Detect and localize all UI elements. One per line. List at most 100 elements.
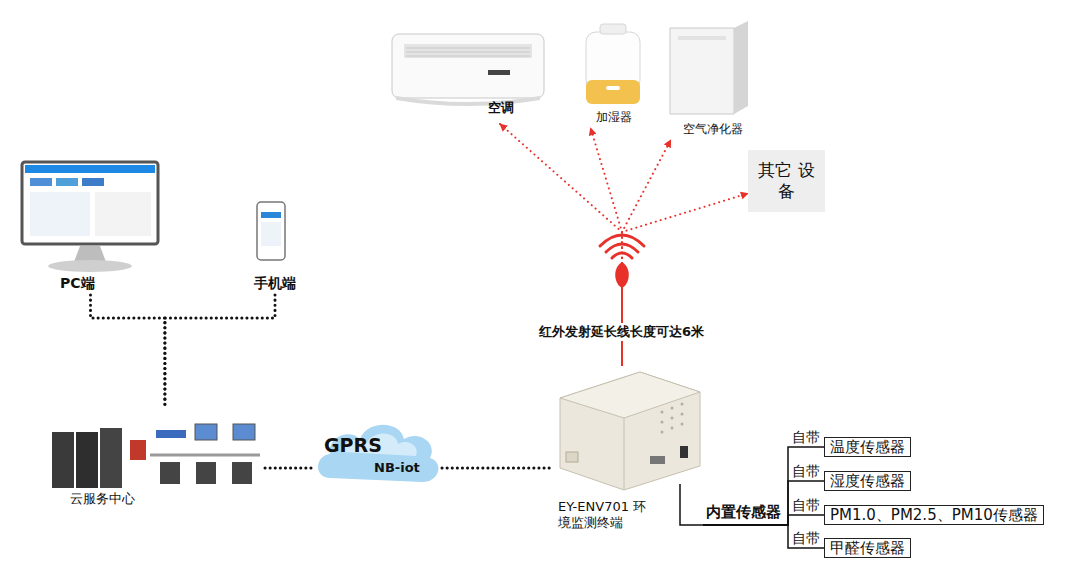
air-conditioner-picture — [392, 34, 544, 106]
edge-label: 自带 — [792, 429, 820, 447]
pc-monitor-picture — [82, 178, 104, 186]
server-center-picture — [233, 424, 255, 440]
node-label: PM1.0、PM2.5、PM10传感器 — [830, 506, 1038, 524]
server-center-picture — [150, 454, 260, 457]
server-center-picture — [52, 432, 74, 488]
infrared-emitter-symbol — [600, 235, 644, 246]
network-cloud: GPRSNB-iot — [312, 412, 442, 492]
terminal-picture — [560, 372, 700, 418]
pc-monitor-picture — [74, 246, 106, 262]
infrared-emitter-symbol — [615, 262, 629, 288]
air-conditioner-picture — [406, 52, 530, 53]
client-node: 手机端 — [245, 195, 305, 295]
terminal-picture — [661, 431, 664, 434]
edge-label: 自带 — [792, 497, 820, 515]
other-device-box: 其它 设备 — [748, 150, 825, 212]
terminal-picture — [661, 411, 664, 414]
server-center-picture — [195, 424, 217, 440]
pc-monitor-picture — [48, 260, 132, 272]
terminal-node: EY-ENV701 环境监测终端 — [553, 365, 703, 545]
server-center-picture — [76, 432, 98, 488]
server-center-picture — [100, 428, 122, 488]
edge-label: 自带 — [792, 530, 820, 548]
node-label: EY-ENV701 环境监测终端 — [558, 499, 653, 532]
terminal-picture — [671, 417, 674, 420]
node-label: GPRS — [324, 434, 442, 458]
connector — [265, 467, 312, 470]
air-purifier-picture — [734, 21, 748, 114]
terminal-picture — [681, 423, 684, 426]
terminal-picture — [566, 452, 578, 462]
node-label: 手机端 — [245, 275, 305, 293]
server-center-picture — [52, 424, 260, 488]
sensor-box: 甲醛传感器 — [824, 538, 911, 558]
terminal-picture — [681, 413, 684, 416]
node-label: 湿度传感器 — [830, 472, 905, 490]
sensor-box: PM1.0、PM2.5、PM10传感器 — [824, 505, 1044, 525]
device-node: 空调 — [388, 28, 548, 124]
pc-monitor-picture — [95, 192, 151, 236]
device-node: 空气净化器 — [665, 18, 760, 140]
humidifier-picture — [600, 24, 626, 34]
connector — [703, 481, 824, 525]
server-center-picture — [130, 440, 146, 460]
sensor-box: 温度传感器 — [824, 437, 911, 457]
phone-picture — [257, 202, 285, 260]
air-purifier-picture — [670, 28, 734, 114]
group-label: 内置传感器 — [706, 503, 781, 522]
server-center-picture — [160, 462, 180, 484]
node-label: 加湿器 — [575, 110, 653, 125]
connector — [91, 295, 165, 405]
air-conditioner-picture — [404, 44, 532, 58]
device-node: 加湿器 — [575, 20, 653, 128]
terminal-picture — [661, 421, 664, 424]
edge-label: 自带 — [792, 463, 820, 481]
terminal-picture — [681, 403, 684, 406]
node-label: 空气净化器 — [665, 122, 760, 137]
pc-monitor-picture — [22, 162, 158, 272]
sensor-box: 湿度传感器 — [824, 471, 911, 491]
node-label: 温度传感器 — [830, 438, 905, 456]
phone-picture — [261, 212, 281, 218]
node-label: 甲醛传感器 — [830, 539, 905, 557]
connector — [703, 447, 824, 525]
infrared-emitter-symbol — [606, 244, 638, 252]
pc-monitor-picture — [22, 162, 158, 244]
terminal-picture — [680, 484, 703, 525]
humidifier-picture — [606, 86, 620, 90]
terminal-picture — [624, 418, 625, 490]
server-center-picture — [156, 430, 186, 438]
terminal-picture — [650, 456, 665, 464]
connector — [165, 295, 275, 405]
phone-picture — [257, 202, 285, 260]
pc-monitor-picture — [56, 178, 78, 186]
humidifier-picture — [586, 80, 640, 104]
connector — [442, 467, 553, 470]
terminal-picture — [680, 446, 688, 458]
air-conditioner-picture — [406, 48, 530, 49]
server-center-picture — [232, 462, 252, 484]
pc-monitor-picture — [25, 165, 155, 173]
air-conditioner-picture — [392, 34, 544, 98]
terminal-picture — [560, 372, 700, 490]
terminal-picture — [671, 407, 674, 410]
infrared-emitter-symbol — [600, 235, 644, 365]
terminal-picture — [671, 427, 674, 430]
node-label: PC端 — [60, 275, 163, 293]
phone-picture — [261, 222, 281, 246]
pc-monitor-picture — [30, 178, 52, 186]
node-label: 其它 设备 — [754, 160, 819, 203]
infrared-note: 红外发射延长线长度可达6米 — [536, 323, 707, 341]
node-label: 空调 — [488, 100, 548, 116]
air-conditioner-picture — [406, 56, 530, 57]
air-conditioner-picture — [396, 96, 540, 106]
air-conditioner-picture — [488, 70, 510, 75]
air-purifier-picture — [678, 36, 726, 40]
humidifier-picture — [586, 24, 640, 104]
server-center-picture — [196, 462, 216, 484]
infrared-emitter-symbol — [612, 253, 632, 258]
